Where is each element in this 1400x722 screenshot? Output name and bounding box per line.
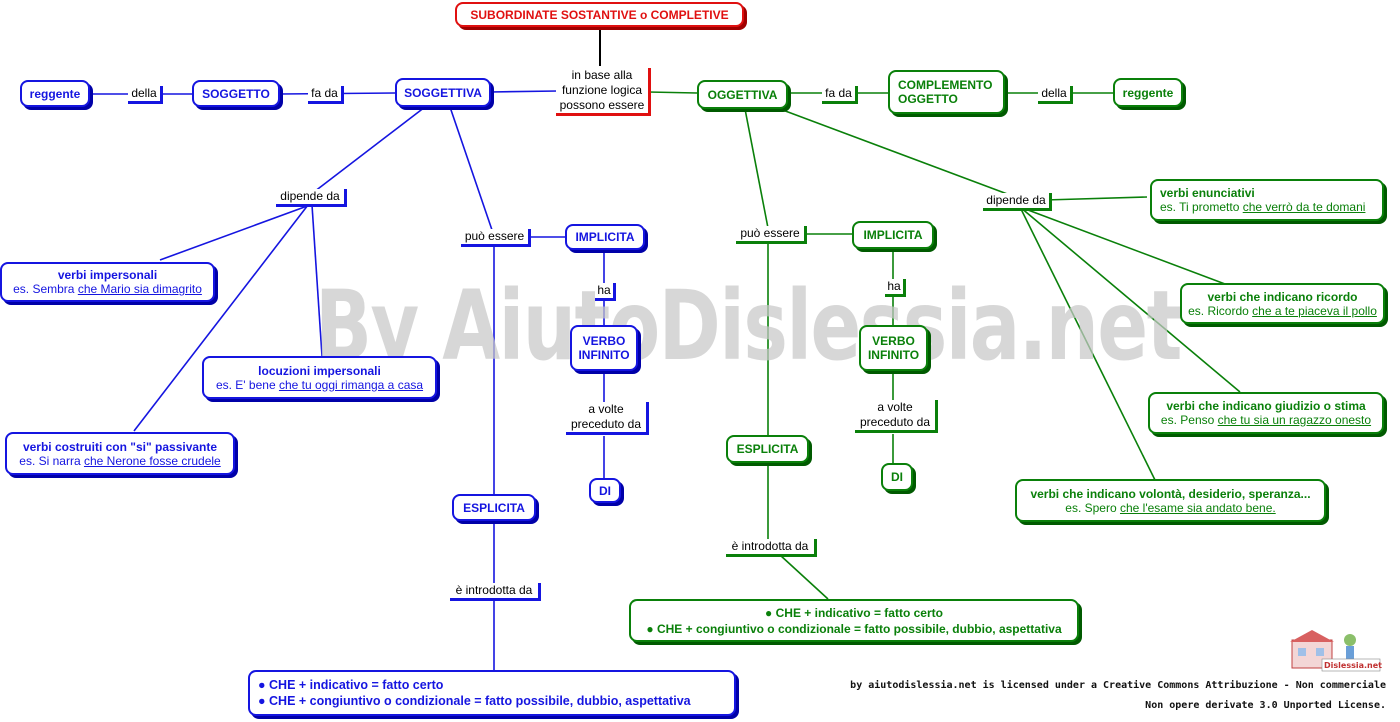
left-dep3-example: che Nerone fosse crudele: [83, 453, 221, 468]
left-dep1-prefix: es. Sembra: [13, 282, 78, 296]
license-line-1: by aiutodislessia.net is licensed under …: [850, 680, 1386, 691]
soggetto-text: SOGGETTO: [202, 86, 270, 101]
introdotta-left: è introdotta da: [450, 583, 541, 601]
right-dep-volonta: verbi che indicano volontà, desiderio, s…: [1015, 479, 1326, 522]
right-dep4-title: verbi che indicano volontà, desiderio, s…: [1030, 486, 1311, 501]
di-right: DI: [881, 463, 913, 491]
right-dep-ricordo: verbi che indicano ricordo es. Ricordo c…: [1180, 283, 1385, 324]
ha-right: ha: [885, 279, 906, 297]
right-dep4-prefix: es. Spero: [1065, 500, 1120, 515]
logo-graphic: Dislessia.net: [1290, 630, 1382, 672]
ha-left: ha: [595, 283, 616, 301]
right-dep-giudizio: verbi che indicano giudizio o stima es. …: [1148, 392, 1384, 434]
di-left-text: DI: [599, 483, 611, 498]
left-dep2-prefix: es. E' bene: [215, 377, 279, 392]
reggente-right: reggente: [1113, 78, 1183, 107]
right-dep-enunciativi: verbi enunciativi es. Ti prometto che ve…: [1150, 179, 1384, 221]
center-label: in base alla funzione logica possono ess…: [556, 68, 651, 116]
logo-text: Dislessia.net: [1324, 661, 1382, 670]
left-dep1-example: che Mario sia dimagrito: [77, 282, 202, 296]
fa-da-right: fa da: [822, 86, 858, 104]
license-text: by aiutodislessia.net is licensed under …: [850, 676, 1386, 716]
della-right: della: [1038, 86, 1073, 104]
right-dep3-prefix: es. Penso: [1160, 413, 1218, 427]
a-volte-right: a volte preceduto da: [855, 400, 938, 433]
right-dep2-example: che a te piaceva il pollo: [1252, 303, 1377, 318]
right-dep3-title: verbi che indicano giudizio o stima: [1166, 399, 1366, 413]
implicita-right: IMPLICITA: [852, 221, 934, 249]
left-dep2-title: locuzioni impersonali: [258, 363, 381, 378]
implicita-left: IMPLICITA: [565, 224, 645, 250]
oggettiva-node: OGGETTIVA: [697, 80, 788, 109]
che-left-1: CHE + indicativo = fatto certo: [258, 677, 443, 693]
right-dep1-title: verbi enunciativi: [1160, 186, 1255, 200]
right-dep3-example: che tu sia un ragazzo onesto: [1217, 413, 1372, 427]
reggente-right-text: reggente: [1122, 85, 1174, 100]
che-right-2: CHE + congiuntivo o condizionale = fatto…: [646, 621, 1062, 637]
soggettiva-node: SOGGETTIVA: [395, 78, 491, 107]
che-box-right: CHE + indicativo = fatto certo CHE + con…: [629, 599, 1079, 642]
left-dep3-prefix: es. Si narra: [19, 453, 84, 468]
di-right-text: DI: [891, 470, 903, 484]
di-left: DI: [589, 478, 621, 503]
verbo-left-1: VERBO: [582, 334, 626, 348]
oggettiva-text: OGGETTIVA: [707, 87, 778, 102]
soggettiva-text: SOGGETTIVA: [404, 85, 482, 100]
title-text: SUBORDINATE SOSTANTIVE o COMPLETIVE: [470, 7, 729, 22]
verbo-right-1: VERBO: [872, 334, 915, 348]
complemento-oggetto-node: COMPLEMENTO OGGETTO: [888, 70, 1005, 114]
implicita-right-text: IMPLICITA: [863, 228, 923, 242]
left-dep-si-passivante: verbi costruiti con "si" passivante es. …: [5, 432, 235, 475]
reggente-left-text: reggente: [29, 86, 81, 101]
verbo-infinito-right: VERBO INFINITO: [859, 325, 928, 371]
right-dep2-prefix: es. Ricordo: [1188, 303, 1253, 318]
soggetto-node: SOGGETTO: [192, 80, 280, 107]
che-left-2: CHE + congiuntivo o condizionale = fatto…: [258, 693, 691, 709]
verbo-right-2: INFINITO: [867, 348, 920, 362]
complemento-text-1: COMPLEMENTO: [898, 78, 993, 92]
esplicita-right-text: ESPLICITA: [736, 442, 799, 456]
che-right-1: CHE + indicativo = fatto certo: [765, 605, 943, 621]
complemento-text-2: OGGETTO: [898, 92, 958, 106]
left-dep-locuzioni: locuzioni impersonali es. E' bene che tu…: [202, 356, 437, 399]
dipende-da-left: dipende da: [276, 189, 347, 207]
dipende-da-right: dipende da: [983, 193, 1052, 211]
fa-da-left: fa da: [308, 86, 344, 104]
esplicita-left: ESPLICITA: [452, 494, 536, 521]
right-dep1-example: che verrò da te domani: [1242, 200, 1366, 214]
della-left: della: [128, 86, 163, 104]
puo-essere-left: può essere: [461, 229, 531, 247]
right-dep4-example: che l'esame sia andato bene.: [1119, 500, 1276, 515]
right-dep1-prefix: es. Ti prometto: [1160, 200, 1243, 214]
left-dep2-example: che tu oggi rimanga a casa: [278, 377, 424, 392]
aiutodislessia-logo: Dislessia.net: [1290, 630, 1382, 672]
che-box-left: CHE + indicativo = fatto certo CHE + con…: [248, 670, 736, 716]
verbo-left-2: INFINITO: [578, 348, 630, 362]
implicita-left-text: IMPLICITA: [575, 230, 635, 244]
title-box: SUBORDINATE SOSTANTIVE o COMPLETIVE: [455, 2, 744, 27]
verbo-infinito-left: VERBO INFINITO: [570, 325, 638, 371]
left-dep3-title: verbi costruiti con "si" passivante: [22, 439, 218, 454]
reggente-left: reggente: [20, 80, 90, 107]
puo-essere-right: può essere: [736, 226, 807, 244]
a-volte-left: a volte preceduto da: [566, 402, 649, 435]
esplicita-left-text: ESPLICITA: [463, 500, 525, 515]
esplicita-right: ESPLICITA: [726, 435, 809, 463]
left-dep-impersonali: verbi impersonali es. Sembra che Mario s…: [0, 262, 215, 302]
introdotta-right: è introdotta da: [726, 539, 817, 557]
right-dep2-title: verbi che indicano ricordo: [1207, 289, 1358, 304]
left-dep1-title: verbi impersonali: [57, 268, 158, 282]
license-line-2: Non opere derivate 3.0 Unported License.: [1145, 700, 1386, 711]
